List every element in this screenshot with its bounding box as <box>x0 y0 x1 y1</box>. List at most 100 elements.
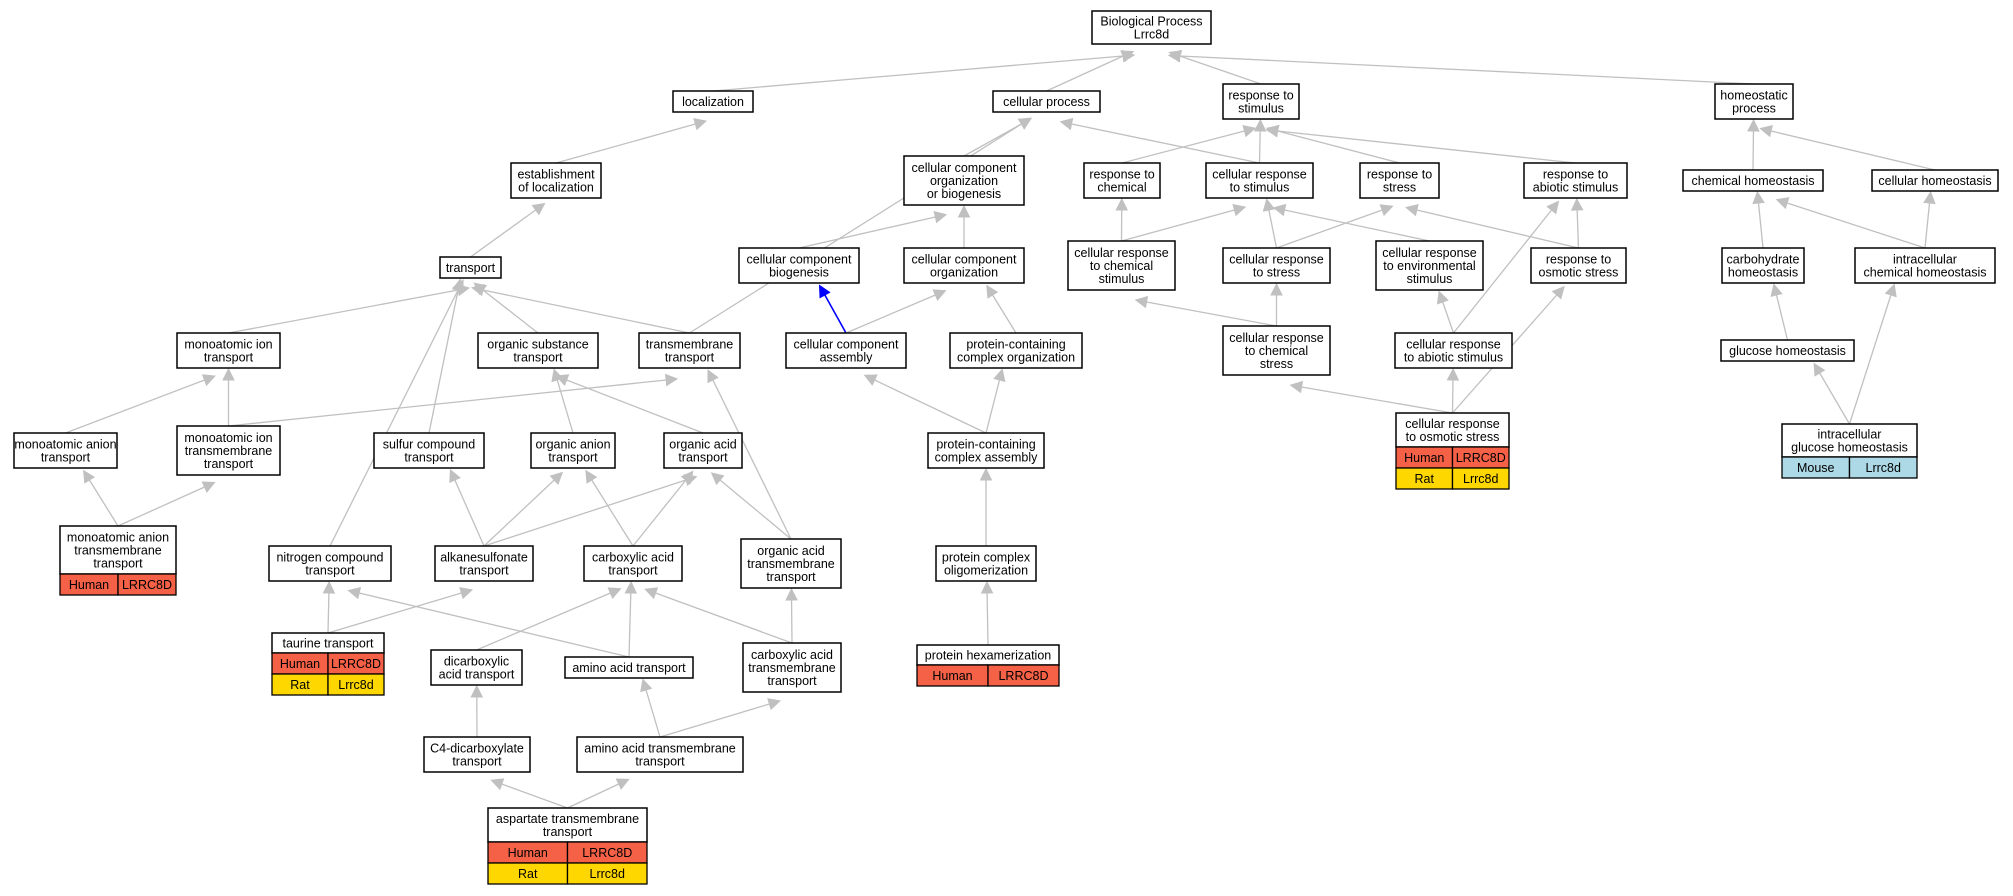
arrowhead <box>1436 290 1449 305</box>
arrowhead <box>693 118 708 131</box>
edge-dicarbox-to-carbox <box>476 592 611 651</box>
edge-cr_chem_stress-to-cr_chem_stim <box>1146 301 1277 327</box>
node-label-line: transport <box>548 451 598 465</box>
edge-resp_chem-to-resp_stim <box>1121 130 1245 164</box>
arrowhead <box>1272 203 1287 217</box>
node-label-line: organic acid <box>669 438 736 452</box>
go-term-node-chem_homeo[interactable]: chemical homeostasis <box>1682 169 1824 192</box>
edge-cr_chem_stim-to-cell_resp_stim <box>1121 209 1235 242</box>
edge-cc_biogen-to-ccob <box>798 216 936 249</box>
species-label: Rat <box>1415 472 1435 486</box>
node-label-line: cellular response <box>1212 168 1307 182</box>
arrowhead <box>201 481 216 493</box>
go-term-node-mono_anion_tm[interactable]: monoatomic aniontransmembranetransportHu… <box>59 525 177 596</box>
node-label-line: organic substance <box>487 338 589 352</box>
arrowhead <box>707 369 719 384</box>
node-label-line: transmembrane <box>747 557 835 571</box>
go-term-node-cellproc[interactable]: cellular process <box>992 90 1101 113</box>
edge-homeo_proc-to-bp <box>1179 55 1755 85</box>
node-label-line: response to <box>1546 253 1611 267</box>
node-label-line: response to <box>1089 168 1154 182</box>
node-label-line: complex assembly <box>935 451 1039 465</box>
node-box <box>992 90 1101 113</box>
node-label-line: homeostatic <box>1720 89 1787 103</box>
go-term-node-loc[interactable]: localization <box>672 90 754 113</box>
node-label-line: transport <box>404 451 454 465</box>
go-term-node-cell_homeo[interactable]: cellular homeostasis <box>1871 169 1999 192</box>
node-box <box>176 332 281 369</box>
arrowhead <box>1134 295 1149 309</box>
species-label: Human <box>508 846 548 860</box>
node-box <box>738 247 860 284</box>
edge-pc_assembly-to-cc_assembly <box>874 379 987 434</box>
go-term-node-aa_transport[interactable]: amino acid transport <box>564 656 694 679</box>
arrowhead <box>863 374 878 386</box>
edge-cell_resp_stim-to-cellproc <box>1071 123 1260 164</box>
node-box <box>935 545 1037 582</box>
arrowhead <box>710 472 725 486</box>
go-term-node-glu_homeo[interactable]: glucose homeostasis <box>1720 339 1855 362</box>
arrowhead <box>459 587 474 600</box>
node-label-line: protein-containing <box>936 438 1035 452</box>
node-label-line: transport <box>446 261 496 275</box>
arrowhead <box>1059 117 1074 131</box>
edge-cellproc-to-bp <box>1046 55 1124 92</box>
arrowhead <box>624 580 638 594</box>
node-label-line: carbohydrate <box>1727 253 1800 267</box>
edge-oa_tm-to-tm_transport <box>712 379 792 540</box>
node-box <box>1682 169 1824 192</box>
node-box <box>510 162 602 199</box>
node-label-line: monoatomic ion <box>184 338 272 352</box>
arrowhead <box>201 374 216 387</box>
species-label: Rat <box>290 678 310 692</box>
node-label-line: organic acid <box>757 544 824 558</box>
node-label-line: to abiotic stimulus <box>1404 351 1503 365</box>
go-term-node-transport[interactable]: transport <box>439 256 502 279</box>
